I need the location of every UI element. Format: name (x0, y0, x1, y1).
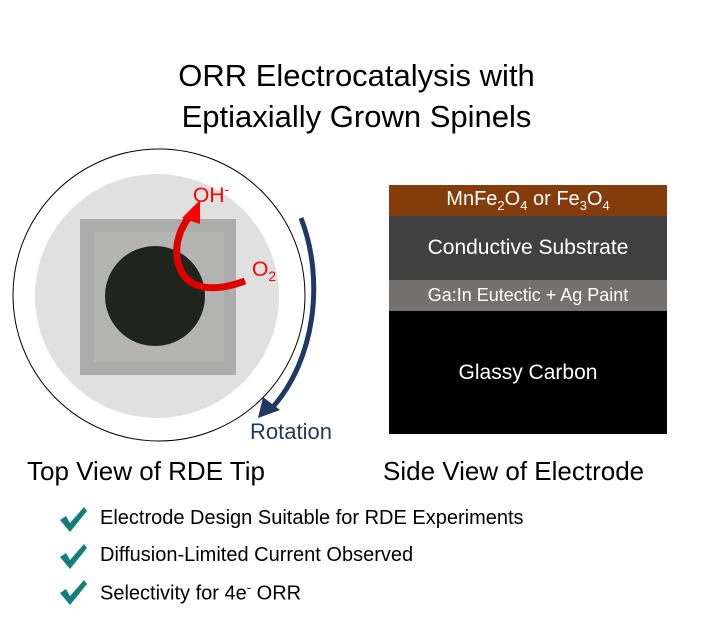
bullet-2: Diffusion-Limited Current Observed (100, 544, 414, 566)
product-label: OH- (193, 182, 230, 207)
layer-spinel: MnFe2O4 or Fe3O4 (389, 185, 667, 216)
title-line-1: ORR Electrocatalysis with (178, 58, 535, 93)
bullet-3: Selectivity for 4e- ORR (100, 580, 302, 605)
rotation-label: Rotation (250, 419, 332, 444)
reaction-arrow (173, 213, 247, 292)
glassy-carbon-disk (105, 246, 205, 346)
rotation-arrowhead (258, 397, 280, 418)
reaction-arrowhead (182, 200, 200, 224)
reactant-label: O2 (252, 258, 276, 285)
check-icon (60, 507, 87, 532)
check-icon (60, 544, 87, 569)
check-icon (60, 580, 87, 605)
layer-conductive-substrate: Conductive Substrate (389, 216, 667, 280)
bullet-1: Electrode Design Suitable for RDE Experi… (100, 507, 524, 529)
top-view-caption: Top View of RDE Tip (27, 456, 265, 486)
rotation-arrow (270, 217, 317, 410)
layer-glassy-carbon: Glassy Carbon (389, 311, 667, 434)
side-view-caption: Side View of Electrode (383, 456, 645, 486)
title-line-2: Eptiaxially Grown Spinels (181, 99, 532, 134)
layer-eutectic: Ga:In Eutectic + Ag Paint (389, 280, 667, 311)
